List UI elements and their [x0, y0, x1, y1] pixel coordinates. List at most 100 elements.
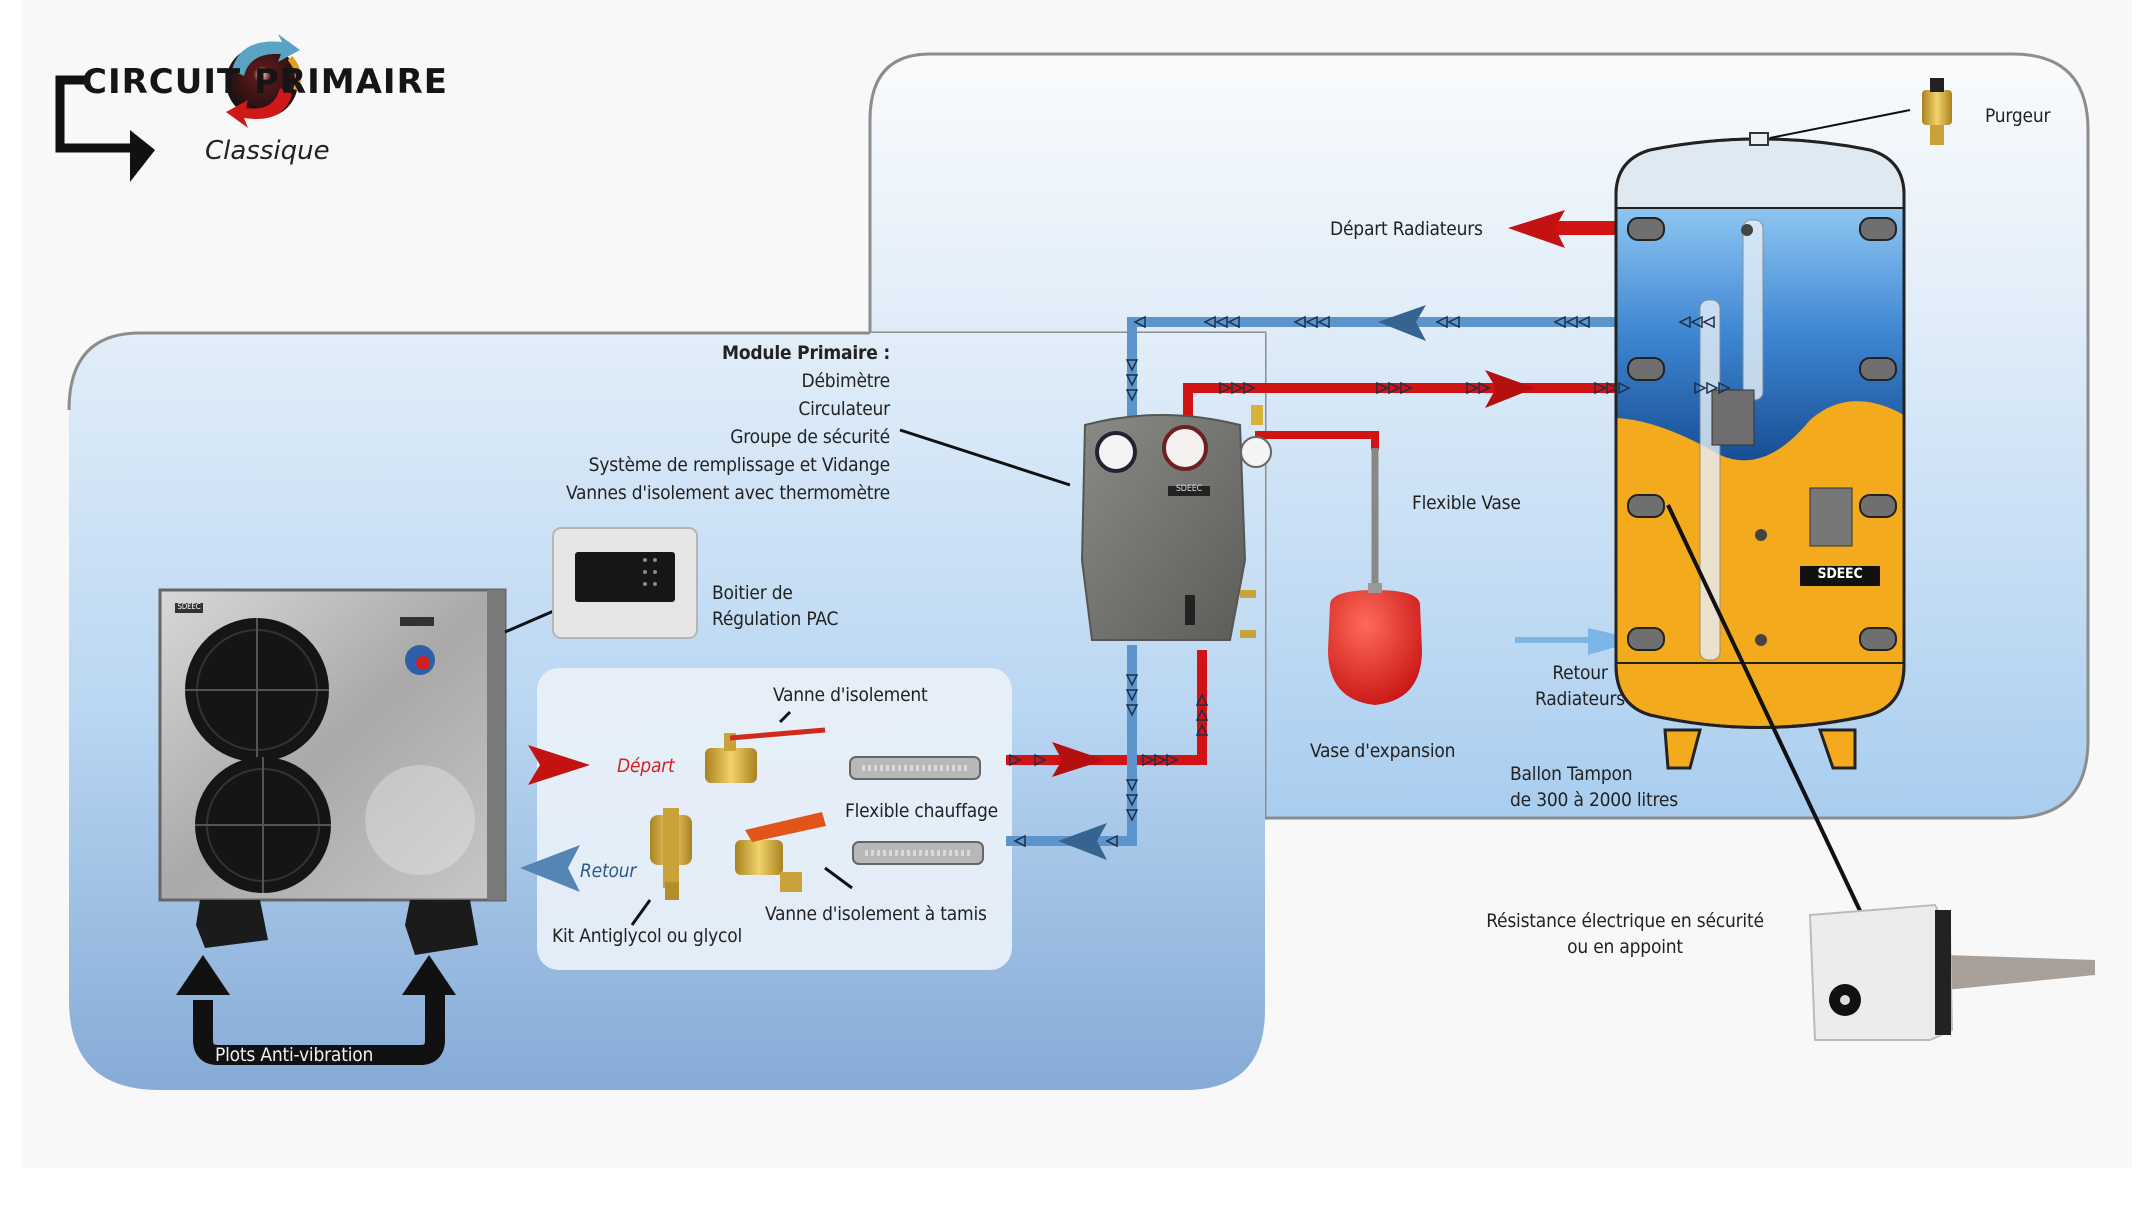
logo-bracket-arrow-icon: [55, 75, 155, 182]
flow-marker-icon: [1400, 381, 1413, 395]
depart-arrow-icon: [528, 745, 590, 785]
module-item: Vannes d'isolement avec thermomètre: [565, 482, 890, 504]
logo-globe-icon: [226, 34, 301, 128]
flow-marker-icon: [1388, 381, 1401, 395]
flow-marker-icon: [1195, 708, 1209, 721]
retour-radiateurs-line-1: Retour: [1552, 662, 1608, 684]
purgeur-label: Purgeur: [1985, 105, 2051, 127]
flow-marker-icon: [1034, 753, 1047, 767]
vanne-isolement-label: Vanne d'isolement: [773, 684, 928, 706]
flow-marker-icon: [1195, 693, 1209, 706]
control-box: [504, 527, 698, 639]
flow-marker-icon: [1478, 381, 1491, 395]
module-item: Groupe de sécurité: [730, 426, 890, 448]
flow-marker-icon: [1125, 689, 1139, 702]
air-vent: [1769, 78, 1952, 145]
hot-in-arrow-icon: [1052, 742, 1105, 777]
flow-marker-icon: [1231, 381, 1244, 395]
flow-marker-icon: [1317, 315, 1330, 329]
heat-pump-unit: [158, 588, 507, 955]
expansion-vessel: [1328, 583, 1422, 705]
module-item: Système de remplissage et Vidange: [588, 454, 891, 476]
glycol-kit: [630, 808, 692, 926]
ballon-line-2: de 300 à 2000 litres: [1510, 789, 1678, 811]
module-primaire-heading: Module Primaire :: [722, 342, 890, 364]
retour-arrow-icon: [520, 845, 580, 892]
ball-valve: [705, 710, 826, 783]
ballon-tampon-label: Ballon Tampon de 300 à 2000 litres: [1510, 763, 1678, 811]
flow-marker-icon: [1125, 794, 1139, 807]
module-primaire-label: Module Primaire : Débimètre Circulateur …: [480, 342, 890, 504]
retour-radiateurs-line-2: Radiateurs: [1535, 688, 1625, 710]
flow-marker-icon: [1133, 315, 1146, 329]
resistance-line-2: ou en appoint: [1567, 936, 1683, 958]
flow-marker-icon: [1706, 381, 1719, 395]
pac-brand-logo: SDEEC: [177, 602, 201, 611]
flow-marker-icon: [1227, 315, 1240, 329]
flow-marker-icon: [1215, 315, 1228, 329]
retour-label: Retour: [580, 860, 637, 882]
diagram-subtitle: Classique: [205, 136, 330, 166]
flow-marker-icon: [1219, 381, 1232, 395]
cold-return-pipe-bottom: [1006, 645, 1137, 846]
left-panel-border: [67, 331, 870, 411]
flow-marker-icon: [1125, 389, 1139, 402]
cold-out-arrow-icon: [1058, 823, 1107, 860]
flow-marker-icon: [1142, 753, 1155, 767]
resistance-line-1: Résistance électrique en sécurité: [1486, 910, 1764, 932]
boitier-label: Boitier de Régulation PAC: [712, 582, 838, 630]
hot-flow-arrow-icon: [1485, 370, 1535, 408]
flow-marker-icon: [1293, 315, 1306, 329]
boitier-line-2: Régulation PAC: [712, 608, 839, 630]
flow-marker-icon: [1125, 779, 1139, 792]
module-brand-logo: SDEEC: [1175, 484, 1203, 494]
flow-marker-icon: [1718, 381, 1731, 395]
depart-label: Départ: [617, 755, 675, 777]
module-item: Circulateur: [798, 398, 890, 420]
flow-marker-icon: [1694, 381, 1707, 395]
flexible-hose-top: [849, 756, 981, 780]
module-primaire: [899, 405, 1272, 641]
flow-marker-icon: [1376, 381, 1389, 395]
vase-expansion-label: Vase d'expansion: [1310, 740, 1456, 762]
flow-marker-icon: [1678, 315, 1691, 329]
flow-marker-icon: [1466, 381, 1479, 395]
tank-brand-logo: SDEEC: [1817, 566, 1863, 582]
flow-marker-icon: [1618, 381, 1631, 395]
flow-marker-icon: [1553, 315, 1566, 329]
flexible-vase-label: Flexible Vase: [1412, 492, 1521, 514]
flow-marker-icon: [1594, 381, 1607, 395]
strainer-valve: [735, 812, 853, 892]
flow-marker-icon: [1435, 315, 1448, 329]
depart-radiateurs-arrow-icon: [1508, 210, 1565, 248]
flow-marker-icon: [1125, 809, 1139, 822]
electric-heater: [1666, 504, 2095, 1041]
retour-radiateurs-label: Retour Radiateurs: [1515, 662, 1645, 710]
flow-marker-icon: [1125, 359, 1139, 372]
flow-marker-icon: [1305, 315, 1318, 329]
retour-radiateurs-arrow-icon: [1588, 628, 1640, 655]
flow-marker-icon: [1154, 753, 1167, 767]
flow-marker-icon: [1447, 315, 1460, 329]
ballon-line-1: Ballon Tampon: [1510, 763, 1633, 785]
flow-marker-icon: [1690, 315, 1703, 329]
depart-radiateurs-label: Départ Radiateurs: [1330, 218, 1483, 240]
flow-marker-icon: [1702, 315, 1715, 329]
flexible-hose-bottom: [852, 841, 984, 865]
diagram-title: CIRCUIT PRIMAIRE: [82, 62, 448, 102]
flow-marker-icon: [1195, 723, 1209, 736]
vanne-tamis-label: Vanne d'isolement à tamis: [765, 903, 987, 925]
module-item: Débimètre: [801, 370, 891, 392]
plots-anti-vibration-label: Plots Anti-vibration: [215, 1044, 374, 1066]
cold-flow-arrow-icon: [1378, 305, 1426, 341]
buffer-tank: [1614, 132, 1906, 770]
flow-marker-icon: [1565, 315, 1578, 329]
accessories-panel: [537, 668, 1012, 970]
flow-marker-icon: [1243, 381, 1256, 395]
flexible-chauffage-label: Flexible chauffage: [845, 800, 999, 822]
flow-marker-icon: [1606, 381, 1619, 395]
flow-marker-icon: [1125, 374, 1139, 387]
flow-marker-icon: [1105, 834, 1118, 848]
flow-marker-icon: [1009, 753, 1022, 767]
